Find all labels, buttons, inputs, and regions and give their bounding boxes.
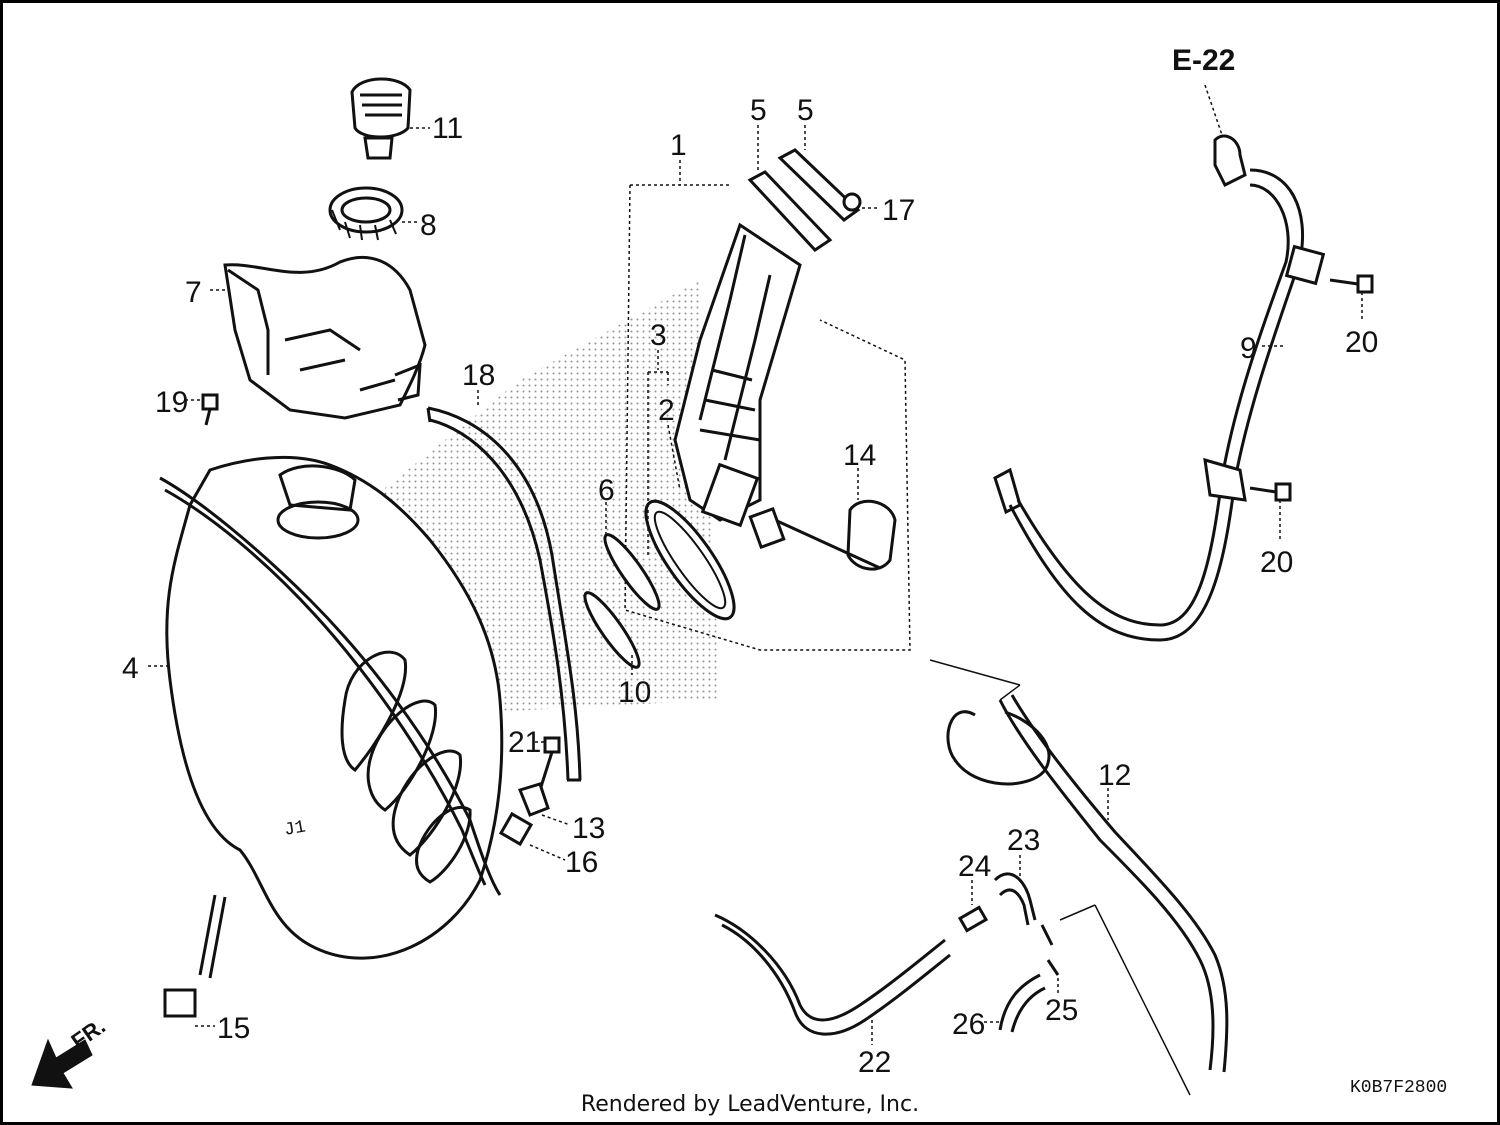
callout-13: 13	[572, 812, 605, 845]
hose-26[interactable]	[998, 973, 1046, 1033]
bolt-21[interactable]	[538, 736, 561, 791]
callout-17: 17	[882, 194, 915, 227]
callout-18: 18	[462, 359, 495, 392]
fuel-pump[interactable]	[673, 222, 802, 528]
callout-23: 23	[1007, 824, 1040, 857]
callout-20a: 20	[1345, 326, 1378, 359]
breather-tube[interactable]	[426, 406, 582, 782]
callout-19: 19	[155, 386, 188, 419]
callout-4: 4	[122, 652, 139, 685]
reference-label[interactable]: E-22	[1172, 44, 1235, 77]
fuel-hose[interactable]	[993, 134, 1326, 642]
pump-seal-ring[interactable]	[632, 490, 748, 630]
callout-22: 22	[858, 1046, 891, 1079]
packing-10[interactable]	[578, 587, 646, 672]
callout-5b: 5	[797, 94, 814, 127]
filler-cover[interactable]	[223, 255, 427, 420]
callout-8: 8	[420, 209, 437, 242]
callout-14: 14	[843, 439, 876, 472]
callout-21: 21	[508, 726, 541, 759]
callout-10: 10	[618, 676, 651, 709]
callout-12: 12	[1098, 759, 1131, 792]
callout-2: 2	[658, 394, 675, 427]
joint-24[interactable]	[957, 905, 989, 933]
callout-26: 26	[952, 1008, 985, 1041]
drain-hose[interactable]	[946, 694, 1229, 1073]
leader-lines	[148, 84, 1363, 1045]
diagram-code: K0B7F2800	[1350, 1078, 1447, 1098]
hose-22[interactable]	[714, 913, 951, 1036]
callout-25: 25	[1045, 994, 1078, 1027]
callout-labels: 1 2 3 4 5 5 6 7 8 9 10 11 12 13 14 15 16…	[122, 94, 1378, 1079]
collar-16[interactable]	[498, 811, 534, 847]
pump-gaskets[interactable]	[747, 148, 861, 252]
fuel-cap[interactable]	[350, 77, 412, 160]
tank-marking: J1	[283, 817, 308, 840]
bolt-19[interactable]	[201, 393, 219, 426]
callout-15: 15	[217, 1012, 250, 1045]
fuel-level-sensor[interactable]	[748, 499, 897, 571]
bolt-20-lower[interactable]	[1249, 482, 1292, 502]
callout-24: 24	[958, 850, 991, 883]
callout-3: 3	[650, 319, 667, 352]
callout-7: 7	[185, 276, 202, 309]
nut-17[interactable]	[842, 192, 862, 212]
footer-credit: Rendered by LeadVenture, Inc.	[580, 1092, 920, 1117]
callout-11: 11	[432, 112, 463, 145]
callout-9: 9	[1240, 332, 1257, 365]
fuel-tank[interactable]: J1	[159, 455, 504, 960]
o-ring-6[interactable]	[598, 529, 666, 614]
callout-6: 6	[598, 474, 615, 507]
grommet-13[interactable]	[517, 782, 550, 817]
filler-gasket[interactable]	[328, 186, 404, 241]
callout-16: 16	[565, 846, 598, 879]
callout-1: 1	[670, 129, 687, 162]
hose-23[interactable]	[993, 872, 1037, 926]
callout-20b: 20	[1260, 546, 1293, 579]
clip-25[interactable]	[1040, 924, 1060, 976]
bolt-20-upper[interactable]	[1329, 274, 1374, 294]
front-direction-arrow-icon: FR.	[31, 1013, 110, 1089]
bolt-15[interactable]	[163, 894, 227, 1018]
tank-ribs	[340, 650, 472, 884]
callout-5a: 5	[750, 94, 767, 127]
